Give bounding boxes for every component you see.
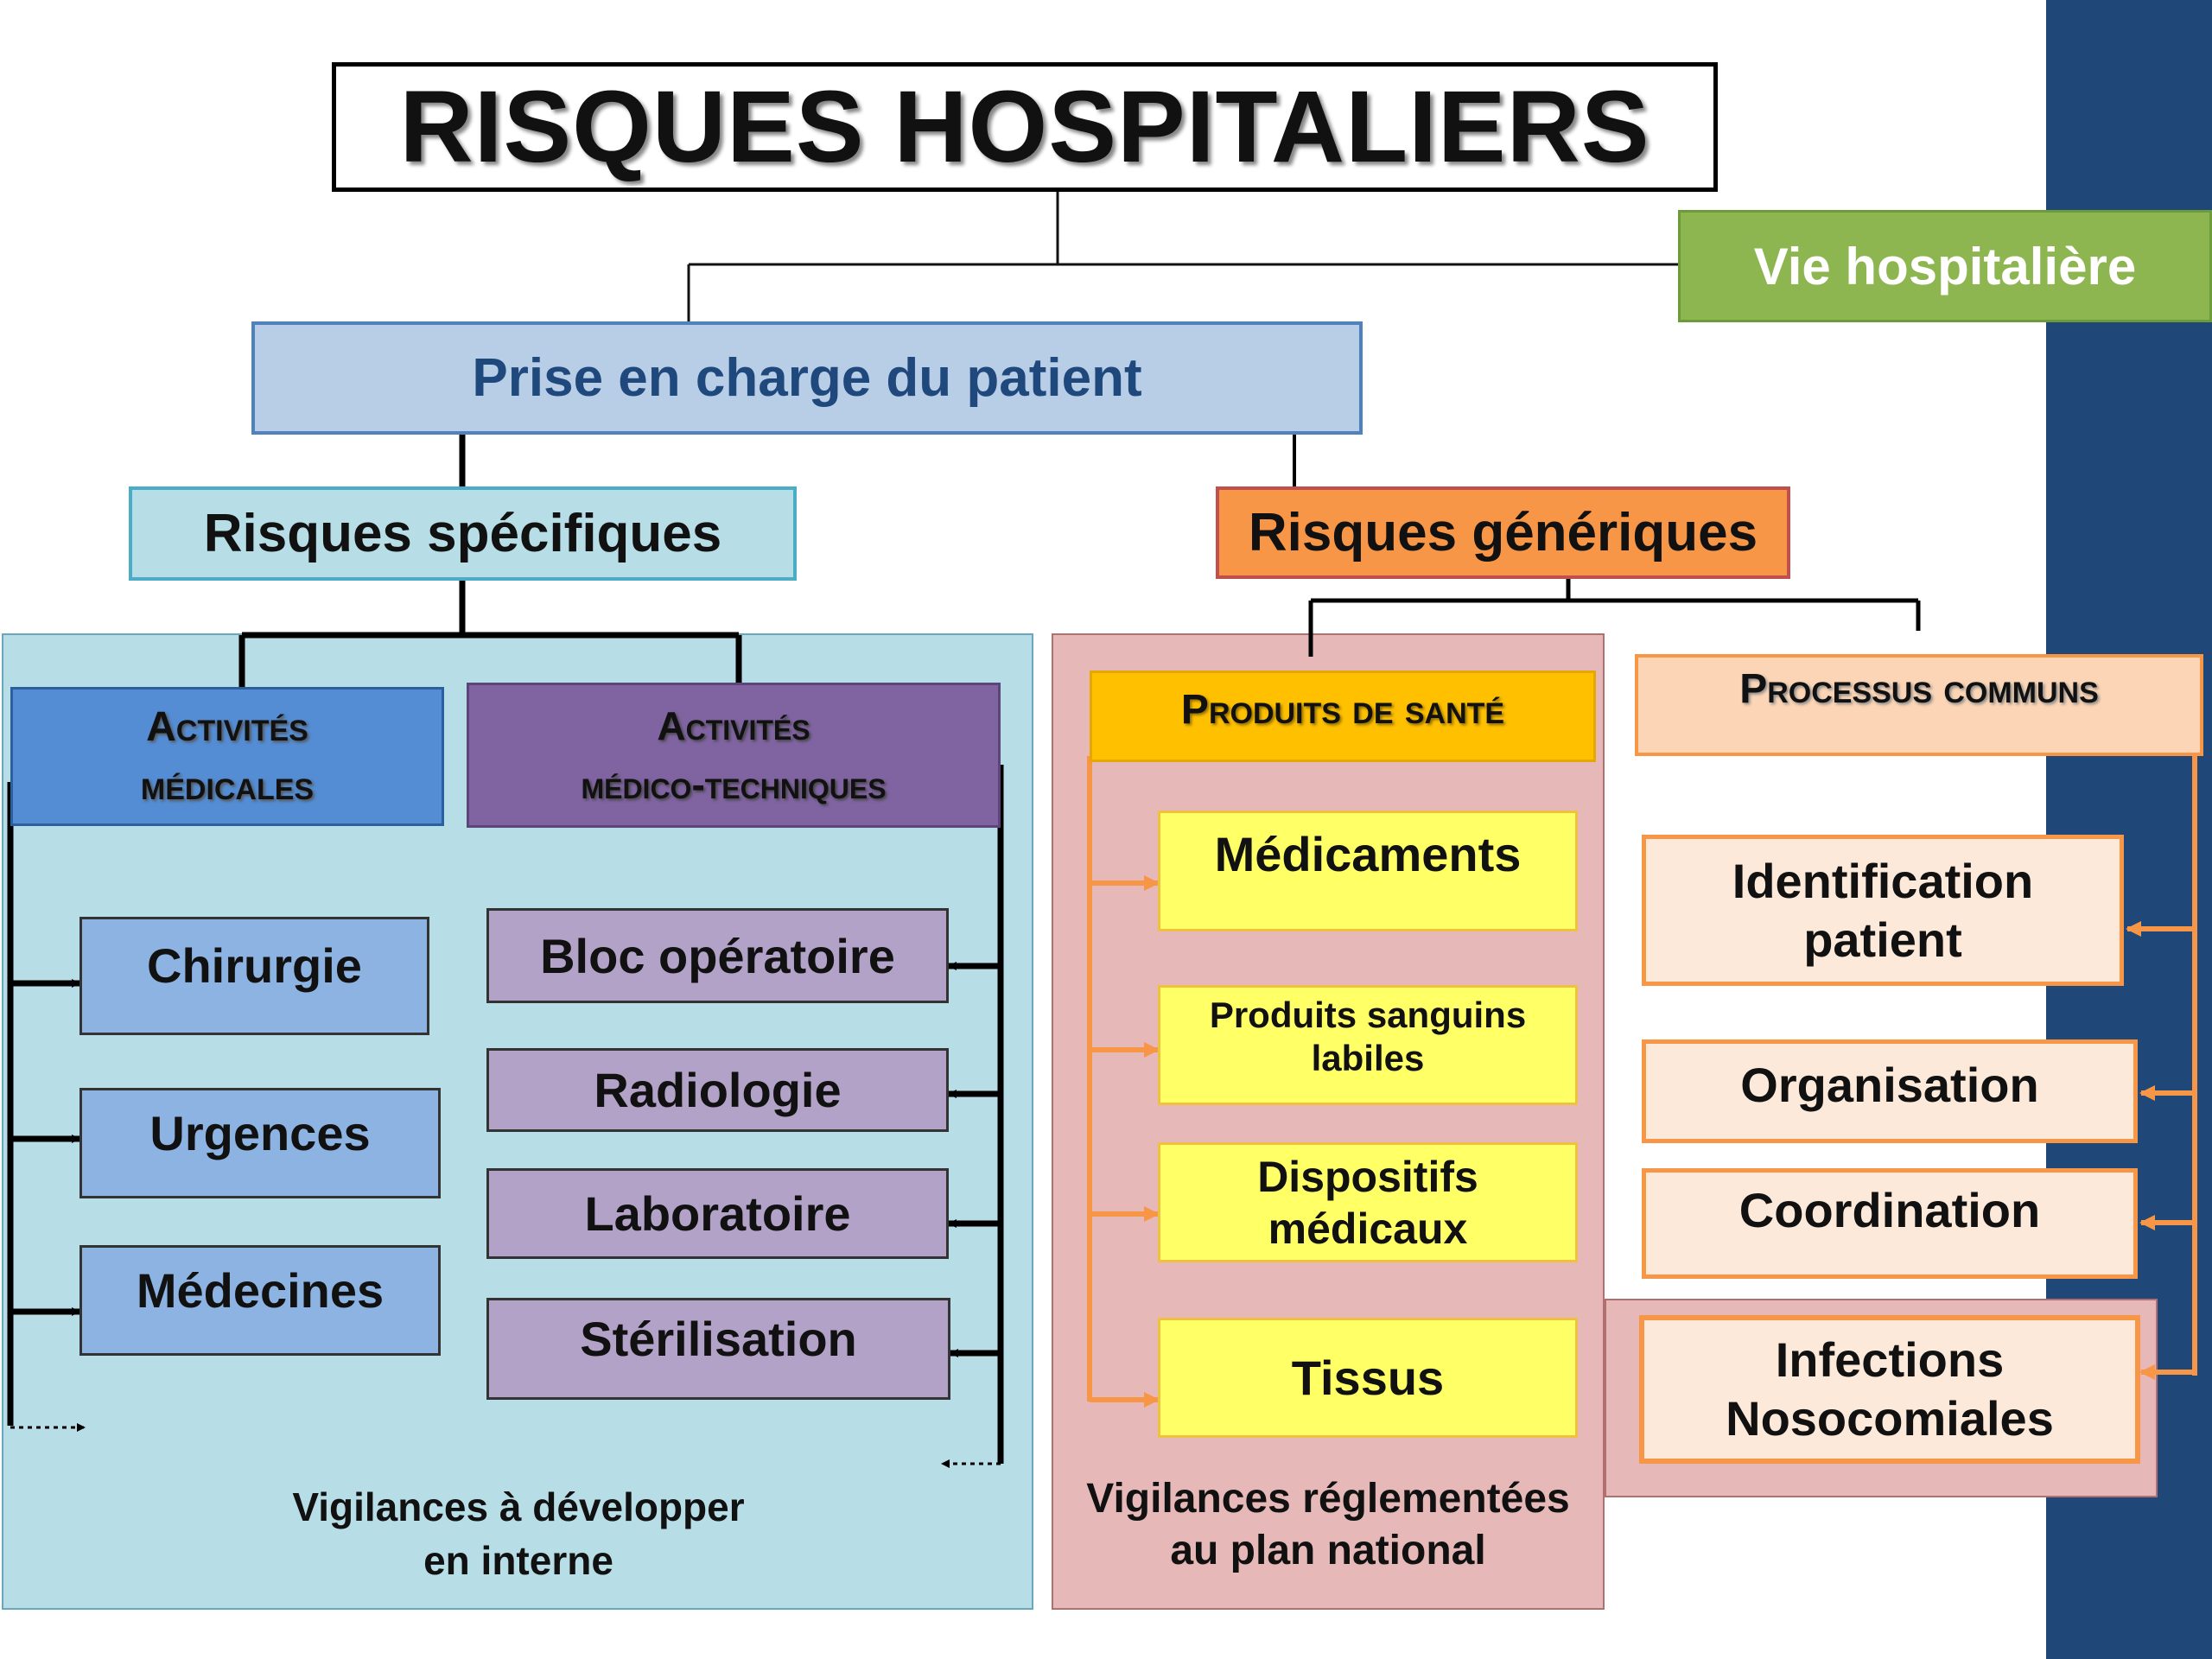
vigilances-internes-label: Vigilances à développer en interne [292, 1484, 745, 1583]
processus-communs-header: Processus communs [1635, 654, 2203, 756]
medicaments-box: Médicaments [1158, 810, 1578, 931]
main-title: RISQUES HOSPITALIERS [332, 62, 1718, 192]
coordination-box: Coordination [1642, 1168, 2138, 1279]
identification-patient-box: Identification patient [1642, 835, 2124, 986]
risques-specifiques-box: Risques spécifiques [129, 486, 797, 581]
dispositifs-medicaux-box: Dispositifs médicaux [1158, 1142, 1578, 1262]
vigilances-nationales-label: Vigilances réglementées au plan national [1086, 1476, 1570, 1573]
generic-risks-panel [1052, 633, 1605, 1610]
medecines-box: Médecines [79, 1245, 441, 1356]
sterilisation-box: Stérilisation [486, 1298, 950, 1400]
activites-medico-techniques-header: Activités médico-techniques [467, 683, 1001, 828]
prise-en-charge-box: Prise en charge du patient [251, 321, 1363, 435]
produits-de-sante-header: Produits de santé [1090, 671, 1596, 762]
produits-sanguins-box: Produits sanguins labiles [1158, 985, 1578, 1105]
infections-nosocomiales-box: Infections Nosocomiales [1639, 1315, 2140, 1464]
organisation-box: Organisation [1642, 1039, 2138, 1143]
chirurgie-box: Chirurgie [79, 917, 429, 1035]
laboratoire-box: Laboratoire [486, 1168, 949, 1259]
radiologie-box: Radiologie [486, 1048, 949, 1132]
risques-generiques-box: Risques génériques [1216, 486, 1790, 579]
vie-hospitaliere-box: Vie hospitalière [1678, 210, 2212, 322]
activites-medicales-header: Activités médicales [10, 687, 444, 826]
bloc-operatoire-box: Bloc opératoire [486, 908, 949, 1003]
urgences-box: Urgences [79, 1088, 441, 1198]
tissus-box: Tissus [1158, 1318, 1578, 1438]
